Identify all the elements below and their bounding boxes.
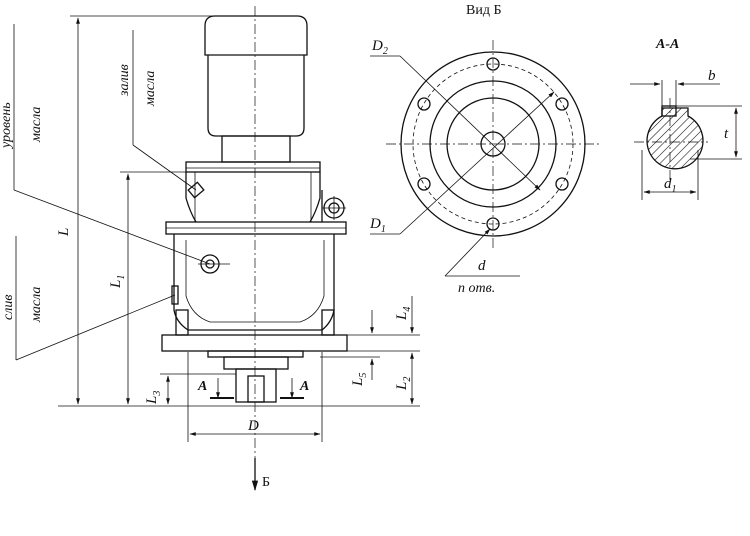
oil-drain-leader bbox=[15, 294, 176, 361]
front-dimensions: L L1 L3 D L4 L2 L5 bbox=[56, 15, 420, 442]
dim-D2 bbox=[399, 55, 541, 191]
dim-D1-label: D1 bbox=[369, 216, 386, 235]
dim-D1 bbox=[399, 91, 555, 235]
motor-body bbox=[207, 55, 305, 137]
tapered-housing bbox=[185, 172, 321, 223]
oil-drain-plug bbox=[171, 285, 179, 305]
shaft-section-hatched bbox=[646, 107, 704, 170]
oil-fill-label-1: залив bbox=[117, 64, 132, 97]
section-aa: А-А b t d1 bbox=[630, 37, 742, 200]
section-aa-markers: А А bbox=[197, 378, 309, 399]
oil-drain-label-1: слив bbox=[1, 295, 16, 320]
section-aa-title: А-А bbox=[655, 37, 679, 52]
top-flange bbox=[185, 161, 321, 173]
dim-d-label: d bbox=[478, 258, 486, 274]
oil-level-leader bbox=[13, 189, 211, 265]
dim-d-leader bbox=[444, 228, 491, 277]
bolt-circle bbox=[412, 63, 574, 225]
view-b: Вид Б D2 D1 d n отв. bbox=[369, 3, 600, 296]
view-b-arrow-label: Б bbox=[262, 475, 270, 490]
dim-t-label: t bbox=[724, 126, 729, 142]
dim-L5-label: L5 bbox=[350, 373, 369, 387]
motor-cap bbox=[204, 15, 308, 56]
oil-drain-label-2: масла bbox=[29, 287, 44, 323]
oil-level-label-2: масла bbox=[29, 107, 44, 143]
dim-D2-label: D2 bbox=[371, 38, 388, 57]
dim-L1-label: L1 bbox=[108, 275, 127, 289]
flange-spigot-circle bbox=[429, 80, 557, 208]
oil-fill-leader bbox=[132, 144, 197, 191]
oil-level-label-1: уровень bbox=[0, 102, 14, 150]
dim-D-label: D bbox=[247, 418, 259, 434]
leader-labels: уровень масла залив масла слив масла bbox=[0, 24, 211, 361]
section-label-left: А bbox=[197, 379, 207, 394]
shaft-key bbox=[247, 375, 265, 403]
flange-bore bbox=[480, 131, 506, 157]
view-b-title: Вид Б bbox=[466, 3, 502, 18]
keyway bbox=[661, 105, 677, 117]
dim-d1-label: d1 bbox=[664, 176, 677, 195]
dim-L-label: L bbox=[56, 228, 72, 237]
flange-outer-circle bbox=[400, 51, 586, 237]
dim-L2-label: L2 bbox=[394, 377, 413, 391]
oil-level-plug-right bbox=[321, 190, 346, 222]
holes-label: n отв. bbox=[458, 281, 495, 296]
oil-level-plug-front bbox=[198, 254, 230, 274]
output-shaft bbox=[235, 368, 277, 403]
mounting-flange bbox=[161, 334, 348, 352]
section-label-right: А bbox=[299, 379, 309, 394]
oil-fill-label-2: масла bbox=[143, 71, 158, 107]
bolt-holes bbox=[417, 57, 569, 231]
front-view: А А Б bbox=[58, 6, 420, 492]
dim-L3-label: L3 bbox=[144, 391, 163, 405]
dim-b-label: b bbox=[708, 68, 716, 84]
oil-fill-plug bbox=[187, 181, 205, 199]
motor-neck bbox=[221, 135, 291, 163]
dim-L4-label: L4 bbox=[394, 307, 413, 321]
